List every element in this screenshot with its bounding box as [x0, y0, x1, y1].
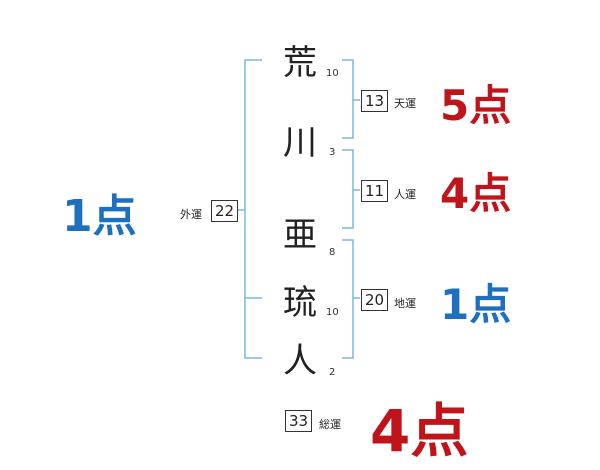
stroke-count-5: 2	[329, 367, 336, 378]
chikaku-bracket	[342, 239, 360, 359]
gaikaku-bracket	[238, 59, 262, 359]
gaikaku-label: 外運	[180, 208, 202, 221]
stroke-count-1: 10	[326, 68, 339, 79]
name-char-1: 荒	[283, 43, 317, 83]
stroke-count-4: 10	[326, 307, 339, 318]
name-char-4: 琉	[283, 283, 317, 323]
stroke-count-3: 8	[329, 247, 336, 258]
tenkaku-value-box: 13	[361, 90, 389, 112]
soukaku-score: 4点	[370, 397, 469, 465]
gaikaku-value-box: 22	[211, 200, 239, 222]
jinkaku-value-box: 11	[361, 180, 389, 202]
name-char-3: 亜	[283, 215, 317, 255]
tenkaku-label: 天運	[394, 97, 416, 110]
chikaku-value-box: 20	[361, 289, 389, 311]
soukaku-value-box: 33	[285, 410, 313, 432]
tenkaku-bracket	[342, 59, 360, 139]
tenkaku-score: 5点	[440, 81, 512, 130]
name-char-2: 川	[283, 123, 317, 163]
jinkaku-bracket	[342, 149, 360, 229]
stroke-count-2: 3	[329, 147, 336, 158]
chikaku-label: 地運	[394, 297, 416, 310]
gaikaku-score: 1点	[62, 191, 137, 242]
name-char-5: 人	[283, 341, 317, 381]
soukaku-label: 総運	[319, 418, 341, 431]
jinkaku-score: 4点	[440, 169, 512, 218]
jinkaku-label: 人運	[394, 188, 416, 201]
chikaku-score: 1点	[440, 280, 512, 329]
